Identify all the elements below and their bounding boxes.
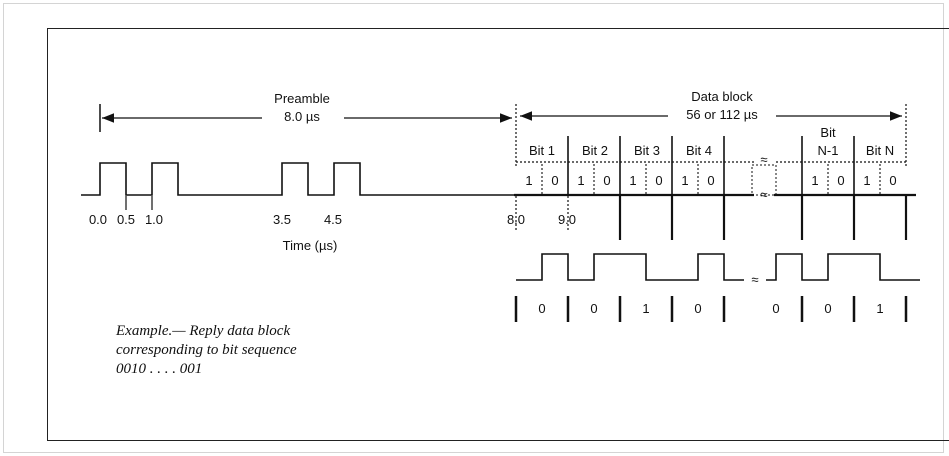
break-symbol-example: ≈ [751,272,758,287]
example-bit-value: 1 [642,301,649,316]
chip-value: 1 [577,173,584,188]
chip-value: 1 [811,173,818,188]
chip-value: 1 [863,173,870,188]
example-bit-value: 0 [824,301,831,316]
bit-header-3: Bit 3 [634,143,660,158]
chip-value: 1 [681,173,688,188]
example-bit-value: 0 [694,301,701,316]
break-box [751,164,777,196]
example-bit-value: 0 [772,301,779,316]
break-symbol-baseline: ≈ [760,187,767,202]
bit-header-n: Bit N [866,143,894,158]
caption-line-1: Example.— Reply data block [116,323,291,339]
bit-header-n1-line1: Bit [820,125,836,140]
chip-value: 0 [603,173,610,188]
chip-value: 0 [707,173,714,188]
example-bit-value: 1 [876,301,883,316]
time-axis-label: Time (µs) [283,238,338,253]
break-symbol-top: ≈ [760,152,767,167]
example-waveform-right [766,253,920,281]
bit-header-1: Bit 1 [529,143,555,158]
outer-frame [3,3,944,453]
chip-value: 0 [551,173,558,188]
time-label-0-5: 0.5 [117,212,135,227]
time-label-9-0: 9.0 [558,212,576,227]
chip-value: 0 [655,173,662,188]
data-block-title: Data block [691,89,753,104]
figure-frame [47,28,949,441]
example-bit-value: 0 [538,301,545,316]
time-label-3-5: 3.5 [273,212,291,227]
example-bit-value: 0 [590,301,597,316]
chip-value: 1 [629,173,636,188]
time-label-1-0: 1.0 [145,212,163,227]
example-waveform [516,253,744,281]
data-block-duration: 56 or 112 µs [686,107,758,122]
bit-header-2: Bit 2 [582,143,608,158]
preamble-waveform [81,162,754,196]
caption-line-2: corresponding to bit sequence [116,342,297,358]
chip-value: 0 [837,173,844,188]
chip-value: 0 [889,173,896,188]
example-caption: Example.— Reply data block corresponding… [116,322,416,379]
caption-line-3: 0010 . . . . 001 [116,361,203,377]
chip-value: 1 [525,173,532,188]
time-label-8-0: 8.0 [507,212,525,227]
time-label-0-0: 0.0 [89,212,107,227]
bit-header-n1-line2: N-1 [818,143,839,158]
preamble-duration: 8.0 µs [284,109,320,124]
bit-header-4: Bit 4 [686,143,712,158]
time-label-4-5: 4.5 [324,212,342,227]
preamble-title: Preamble [274,91,330,106]
